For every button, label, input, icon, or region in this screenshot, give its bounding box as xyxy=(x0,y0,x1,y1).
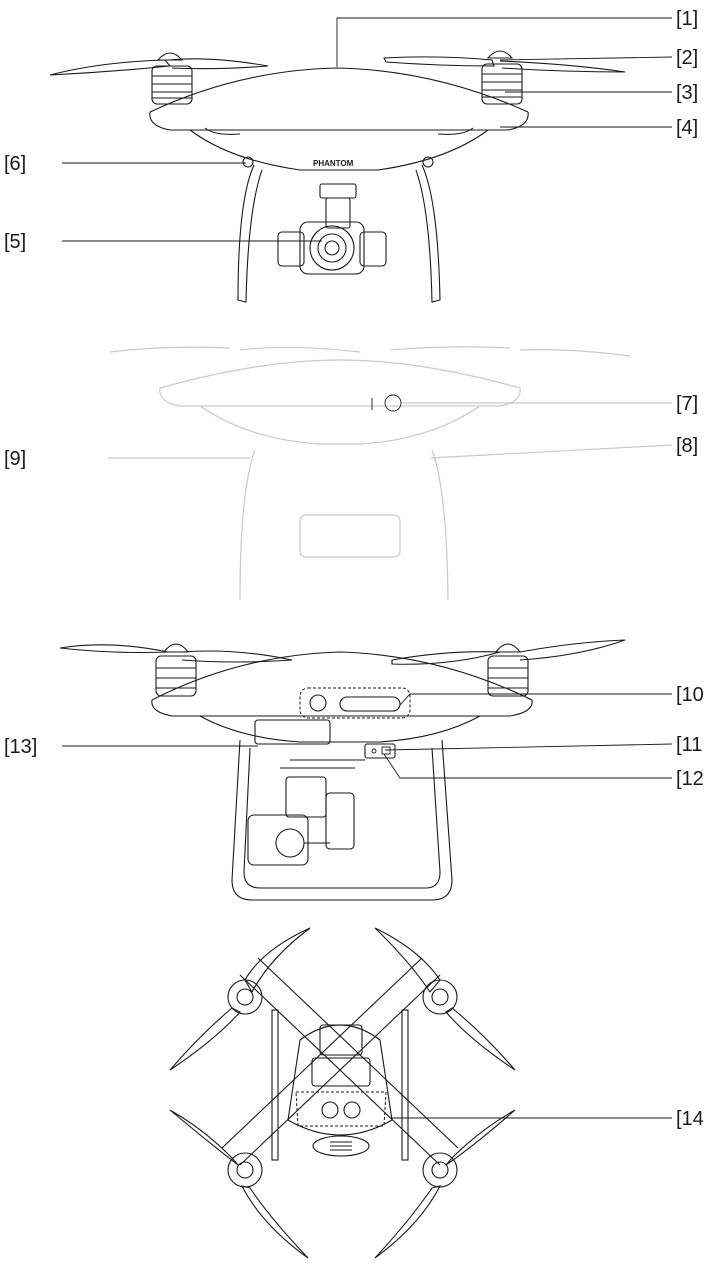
rear-body xyxy=(151,651,533,759)
callout-8: [8] xyxy=(676,435,698,457)
callout-10: [10 xyxy=(676,684,704,706)
faded-front-view xyxy=(109,346,631,601)
rear-landing-gear xyxy=(231,739,453,901)
callout-5: [5] xyxy=(4,231,26,253)
callout-7: [7] xyxy=(676,393,698,415)
bottom-center-body xyxy=(287,1024,393,1157)
front-left-motor xyxy=(151,52,193,105)
bottom-propellers xyxy=(169,927,516,1259)
callout-2: [2] xyxy=(676,47,698,69)
callout-1: [1] xyxy=(676,8,698,30)
callout-4: [4] xyxy=(676,117,698,139)
front-view: PHANTOM xyxy=(49,50,626,303)
rear-gimbal-camera xyxy=(247,719,365,866)
front-right-motor xyxy=(481,50,523,105)
brand-label: PHANTOM xyxy=(313,159,354,168)
callout-13: [13] xyxy=(4,736,37,758)
callout-6: [6] xyxy=(4,153,26,175)
callout-14: [14 xyxy=(676,1108,704,1130)
callout-11: [11 xyxy=(676,734,702,756)
rear-view xyxy=(59,639,626,901)
callout-3: [3] xyxy=(676,82,698,104)
rear-motors xyxy=(155,643,529,697)
bottom-arms xyxy=(221,957,459,1166)
sensor-lens xyxy=(384,394,402,412)
front-gimbal-camera xyxy=(277,183,387,275)
front-landing-gear xyxy=(237,164,441,303)
leader-lines xyxy=(62,17,673,1119)
bottom-view xyxy=(169,927,516,1259)
bottom-rotors xyxy=(227,979,458,1188)
bottom-skids xyxy=(271,1009,409,1161)
callout-9: [9] xyxy=(4,448,26,470)
front-right-propeller xyxy=(383,56,626,73)
callout-12: [12 xyxy=(676,768,704,790)
aircraft-body xyxy=(149,67,529,171)
front-left-propeller xyxy=(49,58,269,76)
